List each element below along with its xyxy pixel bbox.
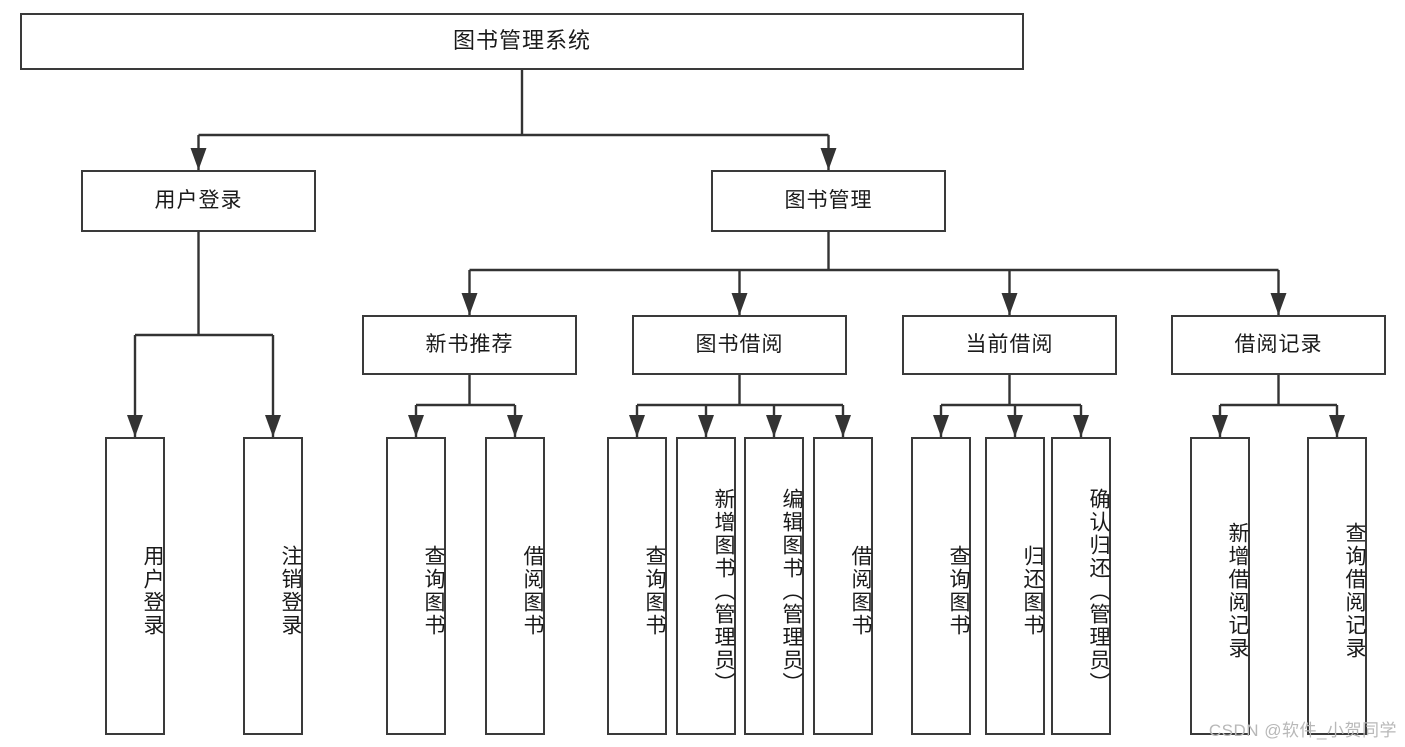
node-label: 用户登录	[141, 545, 164, 637]
leaf-user-login[interactable]: 用户登录	[105, 437, 165, 735]
leaf-new-query-book[interactable]: 查询图书	[386, 437, 446, 735]
node-label: 图书借阅	[695, 333, 784, 357]
watermark-text: CSDN @软件_小贺同学	[1208, 721, 1397, 740]
node-label: 注销登录	[279, 545, 302, 637]
leaf-current-query-book[interactable]: 查询图书	[911, 437, 971, 735]
node-label: 查询图书	[947, 545, 970, 637]
node-label: 新书推荐	[425, 333, 514, 357]
leaf-current-return-book[interactable]: 归还图书	[985, 437, 1045, 735]
node-label: 新增图书（管理员）	[712, 487, 735, 695]
leaf-record-add[interactable]: 新增借阅记录	[1190, 437, 1250, 735]
node-label: 借阅记录	[1234, 333, 1323, 357]
node-user-login-module[interactable]: 用户登录	[81, 170, 316, 232]
node-label: 借阅图书	[521, 545, 544, 637]
leaf-record-query[interactable]: 查询借阅记录	[1307, 437, 1367, 735]
node-label: 图书管理	[784, 189, 873, 213]
node-root-system[interactable]: 图书管理系统	[20, 13, 1024, 70]
node-label: 借阅图书	[849, 545, 872, 637]
node-label: 查询图书	[422, 545, 445, 637]
node-borrow-record[interactable]: 借阅记录	[1171, 315, 1386, 375]
node-label: 查询借阅记录	[1343, 522, 1366, 660]
node-label: 归还图书	[1021, 545, 1044, 637]
leaf-borrow-lend-book[interactable]: 借阅图书	[813, 437, 873, 735]
leaf-borrow-edit-book-admin[interactable]: 编辑图书（管理员）	[744, 437, 804, 735]
leaf-current-confirm-return-admin[interactable]: 确认归还（管理员）	[1051, 437, 1111, 735]
leaf-user-logout[interactable]: 注销登录	[243, 437, 303, 735]
node-label: 新增借阅记录	[1226, 522, 1249, 660]
node-label: 查询图书	[643, 545, 666, 637]
node-label: 用户登录	[154, 189, 243, 213]
leaf-borrow-query-book[interactable]: 查询图书	[607, 437, 667, 735]
node-label: 当前借阅	[965, 333, 1054, 357]
leaf-borrow-add-book-admin[interactable]: 新增图书（管理员）	[676, 437, 736, 735]
node-label: 编辑图书（管理员）	[780, 487, 803, 695]
node-book-borrow[interactable]: 图书借阅	[632, 315, 847, 375]
node-new-book-recommend[interactable]: 新书推荐	[362, 315, 577, 375]
node-book-management-module[interactable]: 图书管理	[711, 170, 946, 232]
node-current-borrow[interactable]: 当前借阅	[902, 315, 1117, 375]
leaf-new-borrow-book[interactable]: 借阅图书	[485, 437, 545, 735]
node-label: 图书管理系统	[452, 28, 591, 54]
node-label: 确认归还（管理员）	[1087, 487, 1110, 695]
